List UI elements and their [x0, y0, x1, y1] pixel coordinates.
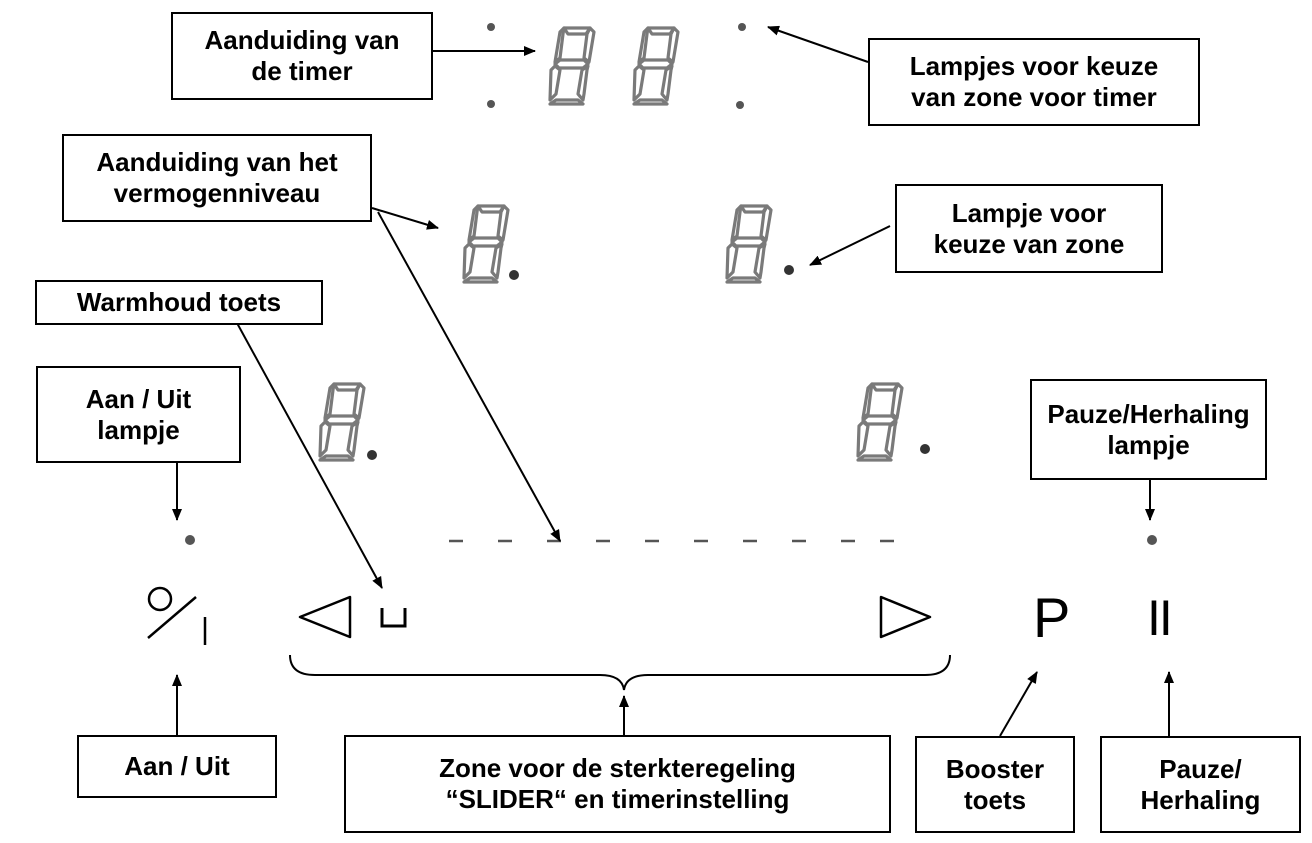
label-pause-repeat: Pauze/ Herhaling [1100, 736, 1301, 833]
label-on-off-lamp: Aan / Uit lampje [36, 366, 241, 463]
timer-zone-lamp-bottom [736, 101, 744, 109]
timer-colon-dot-top-left [487, 23, 495, 31]
zone-lamp-top-left [509, 270, 519, 280]
timer-colon-dot-bottom-left [487, 100, 495, 108]
pause-repeat-lamp [1147, 535, 1157, 545]
zone-lamp-bottom-left [367, 450, 377, 460]
booster-p-icon: P [1033, 586, 1071, 649]
zone-display-bottom-right [856, 382, 930, 462]
zone-display-top-left [462, 204, 519, 284]
zone-lamp-bottom-right [920, 444, 930, 454]
timer-digit-2 [632, 26, 680, 106]
label-zone-select-lamp: Lampje voor keuze van zone [895, 184, 1163, 273]
label-slider-zone: Zone voor de sterkteregeling “SLIDER“ en… [344, 735, 891, 833]
zone-lamp-top-right [784, 265, 794, 275]
slider-right-triangle-icon [879, 595, 932, 639]
label-timer-zone-lamps: Lampjes voor keuze van zone voor timer [868, 38, 1200, 126]
pause-icon: II [1147, 590, 1173, 646]
slider-left-triangle-icon [298, 595, 352, 639]
timer-zone-lamp-top [738, 23, 746, 31]
zone-display-top-right [725, 204, 794, 284]
label-booster-key: Booster toets [915, 736, 1075, 833]
keep-warm-icon [380, 608, 407, 628]
label-pause-repeat-lamp: Pauze/Herhaling lampje [1030, 379, 1267, 480]
label-power-level-display: Aanduiding van het vermogenniveau [62, 134, 372, 222]
timer-digit-1 [548, 26, 596, 106]
timer-display [487, 23, 746, 109]
slider-brace [289, 654, 951, 691]
power-on-off-icon [147, 586, 207, 645]
callout-arrows [172, 25, 1174, 737]
on-off-lamp [185, 535, 195, 545]
label-timer-display: Aanduiding van de timer [171, 12, 433, 100]
label-on-off: Aan / Uit [77, 735, 277, 798]
label-keep-warm-key: Warmhoud toets [35, 280, 323, 325]
zone-display-bottom-left [318, 382, 377, 462]
